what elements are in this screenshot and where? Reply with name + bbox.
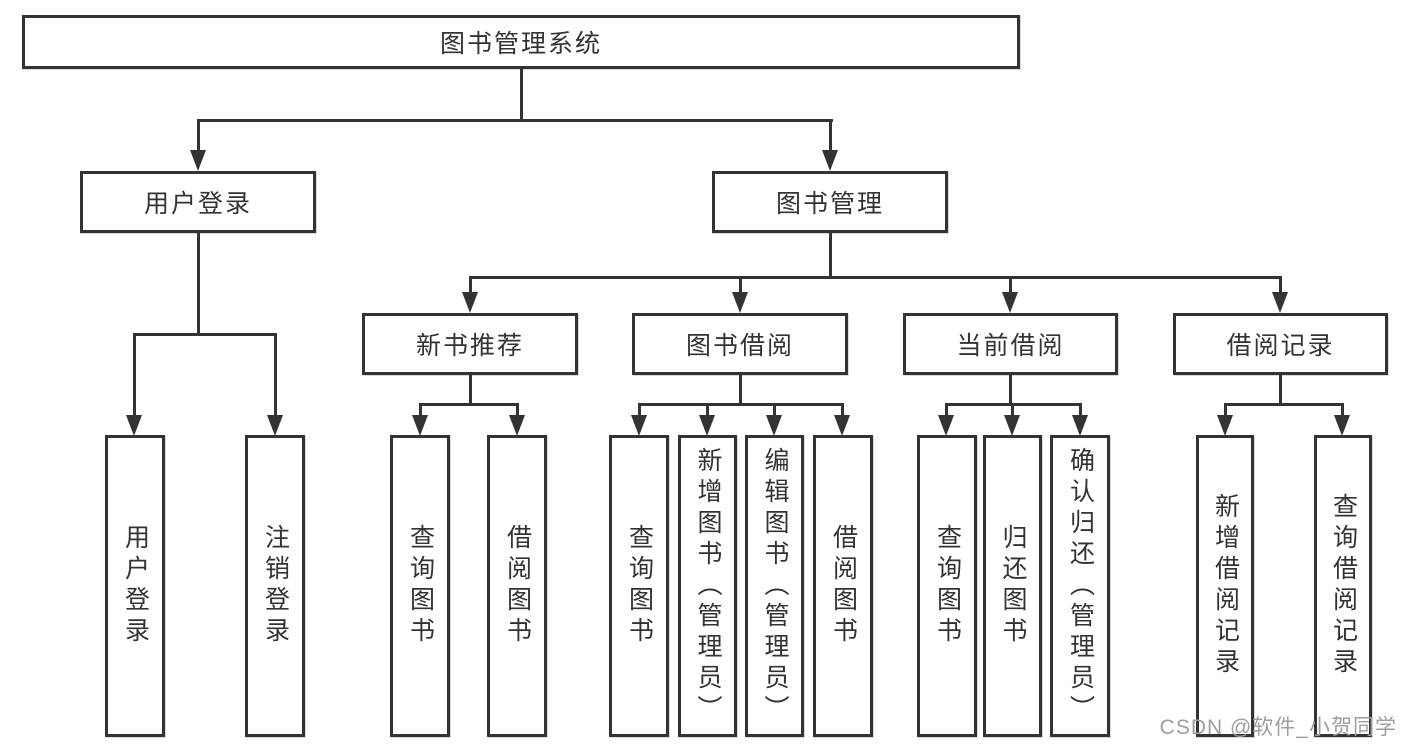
leaf-label: 查询借阅记录 [1329, 493, 1358, 679]
edge-root-stem [520, 68, 523, 121]
edge-arm [1279, 276, 1282, 295]
edge-arm [706, 403, 709, 419]
node-current-borrow: 当前借阅 [903, 313, 1118, 375]
leaf-logout: 注销登录 [245, 435, 305, 737]
edge-borrow-rail [638, 403, 844, 406]
leaf-query-borrow-record: 查询借阅记录 [1314, 435, 1372, 737]
node-borrow-record: 借阅记录 [1173, 313, 1388, 375]
edge-arm [841, 403, 844, 419]
leaf-label: 查询图书 [933, 524, 962, 648]
arrow-down-icon [631, 415, 647, 436]
arrow-down-icon [509, 415, 525, 436]
edge-root-rail [197, 119, 833, 122]
leaf-query-book-2: 查询图书 [609, 435, 669, 737]
node-label: 图书借阅 [685, 332, 794, 360]
arrow-down-icon [834, 415, 850, 436]
edge-recommend-rail [419, 403, 519, 406]
edge-arm [829, 119, 832, 153]
leaf-user-login: 用户登录 [105, 435, 165, 737]
leaf-label: 归还图书 [999, 524, 1027, 648]
edge-bookmgmt-stem [829, 233, 832, 278]
leaf-label: 用户登录 [121, 524, 150, 648]
leaf-edit-book-admin: 编辑图书（管理员） [745, 435, 804, 737]
arrow-down-icon [1334, 415, 1350, 436]
arrow-down-icon [126, 415, 142, 436]
arrow-down-icon [822, 150, 838, 171]
arrow-down-icon [1002, 292, 1018, 313]
edge-record-rail [1224, 403, 1344, 406]
edge-arm [133, 333, 136, 417]
edge-arm [469, 276, 472, 295]
edge-recommend-stem [469, 375, 472, 406]
leaf-label: 查询图书 [406, 524, 435, 648]
node-label: 用户登录 [143, 190, 252, 218]
leaf-borrow-book-1: 借阅图书 [487, 435, 547, 737]
leaf-label: 确认归还（管理员） [1066, 446, 1095, 726]
leaf-label: 新增借阅记录 [1211, 493, 1240, 679]
node-book-management: 图书管理 [712, 171, 948, 233]
node-new-book-recommend: 新书推荐 [362, 313, 578, 375]
edge-arm [1011, 403, 1014, 419]
leaf-label: 查询图书 [625, 524, 654, 648]
node-root: 图书管理系统 [22, 15, 1020, 69]
edge-arm [516, 403, 519, 419]
edge-bookmgmt-rail [469, 276, 1282, 279]
leaf-label: 注销登录 [261, 524, 290, 648]
edge-arm [274, 333, 277, 417]
arrow-down-icon [732, 292, 748, 313]
edge-arm [739, 276, 742, 295]
node-label: 图书管理 [775, 190, 884, 218]
node-label: 当前借阅 [956, 332, 1065, 360]
edge-arm [945, 403, 948, 419]
edge-userlogin-rail [133, 333, 277, 336]
edge-current-stem [1009, 375, 1012, 406]
csdn-watermark: CSDN @软件_小贺同学 [1159, 716, 1397, 739]
leaf-label: 借阅图书 [829, 524, 858, 648]
leaf-label: 编辑图书（管理员） [761, 446, 789, 726]
leaf-add-book-admin: 新增图书（管理员） [678, 435, 737, 737]
arrow-down-icon [1072, 415, 1088, 436]
arrow-down-icon [190, 150, 206, 171]
node-label: 新书推荐 [415, 332, 524, 360]
node-user-login: 用户登录 [80, 171, 316, 233]
edge-record-stem [1279, 375, 1282, 406]
edge-arm [197, 119, 200, 153]
arrow-down-icon [1217, 415, 1233, 436]
arrow-down-icon [1272, 292, 1288, 313]
leaf-confirm-return-admin: 确认归还（管理员） [1050, 435, 1110, 737]
edge-arm [1341, 403, 1344, 419]
node-root-label: 图书管理系统 [439, 30, 602, 58]
arrow-down-icon [1004, 415, 1020, 436]
leaf-return-book: 归还图书 [983, 435, 1042, 737]
arrow-down-icon [938, 415, 954, 436]
edge-userlogin-stem [197, 233, 200, 336]
edge-borrow-stem [739, 375, 742, 406]
leaf-borrow-book-2: 借阅图书 [813, 435, 873, 737]
arrow-down-icon [699, 415, 715, 436]
edge-arm [638, 403, 641, 419]
leaf-query-book-1: 查询图书 [390, 435, 450, 737]
leaf-label: 借阅图书 [503, 524, 532, 648]
arrow-down-icon [462, 292, 478, 313]
edge-arm [1009, 276, 1012, 295]
node-label: 借阅记录 [1226, 332, 1335, 360]
arrow-down-icon [267, 415, 283, 436]
edge-arm [1224, 403, 1227, 419]
arrow-down-icon [766, 415, 782, 436]
edge-arm [419, 403, 422, 419]
node-book-borrow: 图书借阅 [632, 313, 848, 375]
leaf-query-book-3: 查询图书 [917, 435, 977, 737]
arrow-down-icon [412, 415, 428, 436]
edge-arm [1079, 403, 1082, 419]
leaf-label: 新增图书（管理员） [694, 446, 722, 726]
edge-arm [773, 403, 776, 419]
leaf-add-borrow-record: 新增借阅记录 [1196, 435, 1254, 737]
